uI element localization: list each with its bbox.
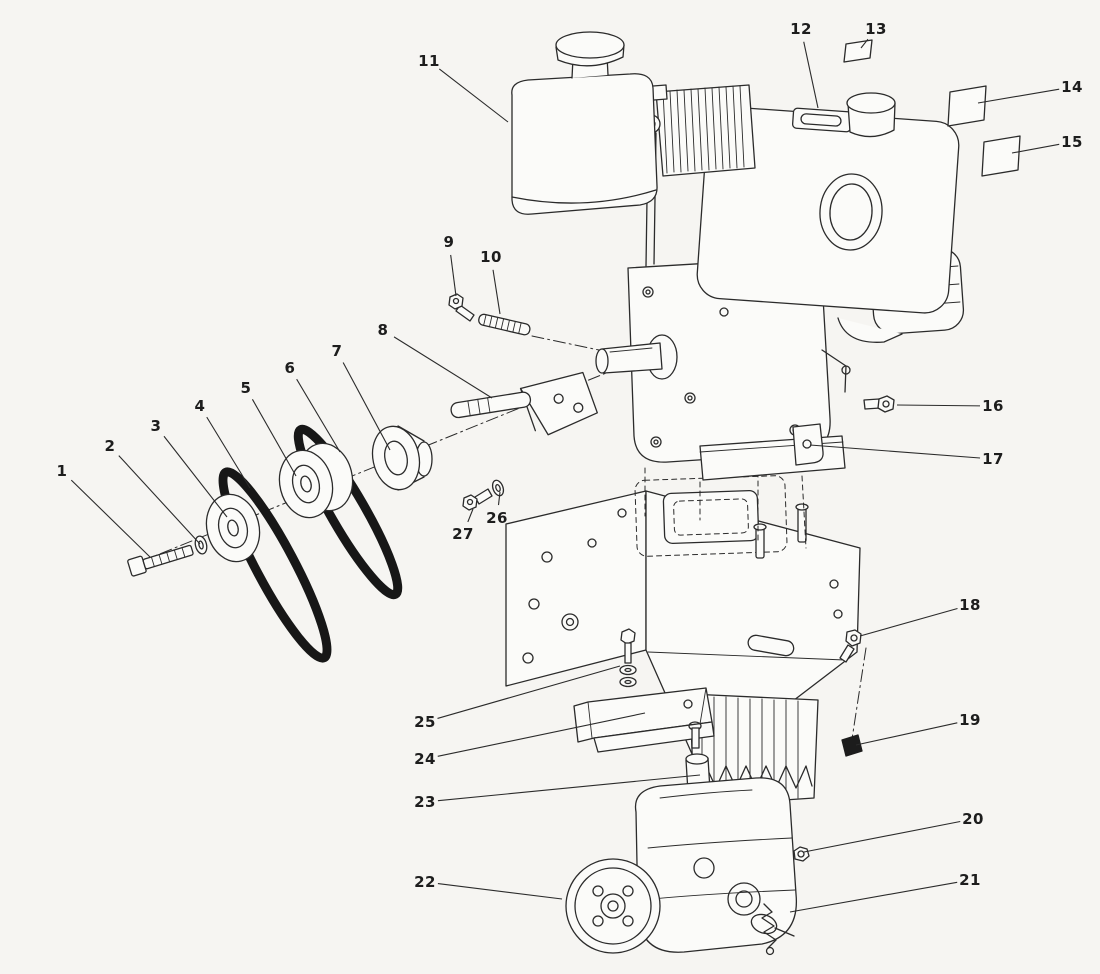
callout-leader-22 (437, 883, 563, 900)
engine-shroud (639, 84, 960, 314)
callout-leader-26 (497, 491, 501, 506)
crankcase (595, 257, 846, 481)
nut-20 (793, 846, 810, 862)
decal-14 (947, 85, 987, 127)
washer-26 (491, 479, 505, 497)
callout-leader-16 (896, 404, 981, 407)
belt-4 (218, 467, 332, 663)
bracket-24 (573, 687, 715, 753)
air-cleaner-knob (846, 92, 896, 138)
callout-leader-23 (437, 774, 701, 802)
stud-10 (478, 313, 531, 336)
callout-leader-24 (437, 712, 646, 757)
decal-15 (981, 135, 1021, 177)
support-rod-8 (450, 371, 598, 436)
bolt-1 (127, 544, 194, 577)
bolt-18 (839, 629, 862, 663)
governor-arm (821, 349, 851, 393)
spring-21 (761, 903, 777, 956)
callout-leader-20 (803, 820, 961, 853)
pulley-7 (371, 425, 433, 491)
callout-leader-10 (492, 269, 501, 315)
callout-leader-19 (855, 722, 958, 746)
pulley-22 (565, 858, 661, 954)
transmission (634, 721, 798, 953)
callout-leader-4 (206, 416, 251, 489)
plate-13 (843, 39, 873, 63)
callout-leader-6 (296, 378, 341, 453)
callout-leader-25 (437, 665, 621, 719)
belt-6 (293, 424, 403, 600)
bracket-17 (792, 423, 824, 466)
callout-leader-7 (342, 362, 391, 451)
pin-19 (841, 734, 863, 757)
callout-leader-2 (118, 455, 201, 545)
callout-leader-11 (438, 68, 509, 123)
bolt-9 (448, 293, 475, 322)
pulley-5 (278, 442, 354, 519)
callout-leader-17 (809, 444, 981, 459)
callout-leader-5 (251, 399, 297, 477)
fuel-tank-11 (511, 31, 658, 215)
callout-leader-14 (977, 88, 1060, 104)
callout-leader-13 (860, 38, 869, 49)
pulley-3 (205, 493, 261, 563)
callout-leader-8 (393, 336, 493, 399)
callout-leader-15 (1011, 143, 1060, 154)
bolt-25 (619, 628, 637, 688)
callout-leader-9 (450, 254, 457, 297)
callout-leader-1 (70, 479, 151, 558)
callout-leader-27 (467, 508, 474, 523)
callout-leader-12 (803, 41, 819, 109)
callout-leader-18 (859, 607, 958, 637)
washer-2 (194, 535, 208, 555)
bolt-27 (462, 488, 493, 511)
bolt-16 (863, 395, 895, 413)
callout-leader-21 (789, 881, 958, 913)
callout-leader-3 (163, 435, 228, 518)
